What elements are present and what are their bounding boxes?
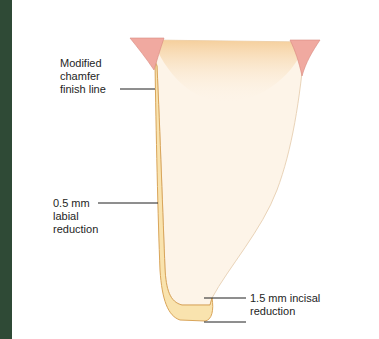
dimension-label: 0.5 mm labial reduction <box>53 197 97 236</box>
cervical-shading <box>152 40 305 102</box>
leader-line <box>98 203 158 204</box>
tooth-body <box>152 40 305 305</box>
dimension-label: 1.5 mm incisal reduction <box>250 292 350 318</box>
veneer-reduction <box>155 62 213 321</box>
dimension-label: Modified chamfer finish line <box>60 57 118 96</box>
gingiva <box>130 38 164 70</box>
side-bar <box>0 0 12 339</box>
leader-line <box>204 322 246 323</box>
gingiva <box>290 40 320 76</box>
leader-line <box>120 89 155 90</box>
leader-line <box>204 298 246 299</box>
